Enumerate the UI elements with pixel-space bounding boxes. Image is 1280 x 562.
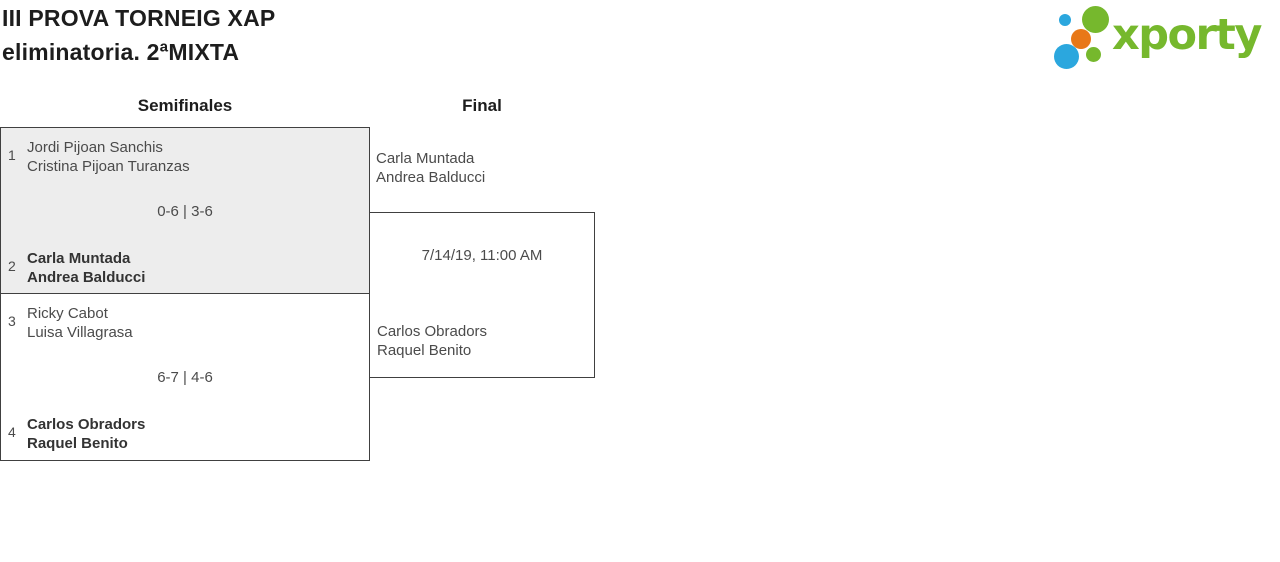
semifinal-1-score: 0-6 | 3-6 bbox=[157, 203, 213, 220]
seed-4: 4 bbox=[8, 424, 16, 440]
logo-dot-green-big-icon bbox=[1082, 6, 1109, 33]
round-label-final: Final bbox=[462, 96, 502, 115]
tournament-title-line1: III PROVA TORNEIG XAP bbox=[2, 5, 276, 31]
player-name: Carla Muntada bbox=[27, 250, 131, 267]
player-name: Andrea Balducci bbox=[27, 269, 146, 286]
semifinal-1-team-a: Jordi Pijoan Sanchis Cristina Pijoan Tur… bbox=[27, 138, 190, 176]
logo-dot-green-small-icon bbox=[1086, 47, 1101, 62]
semifinal-match-2[interactable]: 3 Ricky Cabot Luisa Villagrasa 6-7 | 4-6… bbox=[0, 293, 370, 461]
seed-1: 1 bbox=[8, 147, 16, 163]
semifinal-match-1[interactable]: 1 Jordi Pijoan Sanchis Cristina Pijoan T… bbox=[0, 127, 370, 294]
player-name: Andrea Balducci bbox=[376, 169, 486, 186]
logo-dot-blue-small-icon bbox=[1059, 14, 1071, 26]
semifinal-2-team-b: Carlos Obradors Raquel Benito bbox=[27, 415, 145, 453]
logo-dot-blue-big-icon bbox=[1054, 44, 1079, 69]
tournament-title-line2: eliminatoria. 2ªMIXTA bbox=[2, 39, 240, 65]
final-team-a: Carla Muntada Andrea Balducci bbox=[376, 149, 485, 187]
player-name: Jordi Pijoan Sanchis bbox=[27, 139, 163, 156]
player-name: Luisa Villagrasa bbox=[27, 324, 133, 341]
semifinal-2-score: 6-7 | 4-6 bbox=[157, 369, 213, 386]
player-name: Raquel Benito bbox=[377, 342, 472, 359]
final-team-b: Carlos Obradors Raquel Benito bbox=[377, 322, 487, 360]
player-name: Carlos Obradors bbox=[377, 323, 488, 340]
logo-wordmark: xporty bbox=[1112, 10, 1262, 60]
xporty-logo[interactable]: xporty bbox=[1050, 0, 1280, 72]
player-name: Ricky Cabot bbox=[27, 305, 108, 322]
final-match-schedule: 7/14/19, 11:00 AM bbox=[421, 247, 543, 264]
tournament-title: III PROVA TORNEIG XAP eliminatoria. 2ªMI… bbox=[2, 1, 275, 69]
logo-dot-orange-icon bbox=[1071, 29, 1091, 49]
player-name: Carla Muntada bbox=[376, 150, 475, 167]
player-name: Carlos Obradors bbox=[27, 416, 146, 433]
seed-3: 3 bbox=[8, 313, 16, 329]
final-match[interactable]: 7/14/19, 11:00 AM Carlos Obradors Raquel… bbox=[369, 212, 595, 378]
player-name: Raquel Benito bbox=[27, 435, 128, 452]
semifinal-2-team-a: Ricky Cabot Luisa Villagrasa bbox=[27, 304, 133, 342]
round-label-semifinals: Semifinales bbox=[137, 96, 233, 115]
semifinal-1-team-b: Carla Muntada Andrea Balducci bbox=[27, 249, 145, 287]
player-name: Cristina Pijoan Turanzas bbox=[27, 158, 190, 175]
seed-2: 2 bbox=[8, 258, 16, 274]
